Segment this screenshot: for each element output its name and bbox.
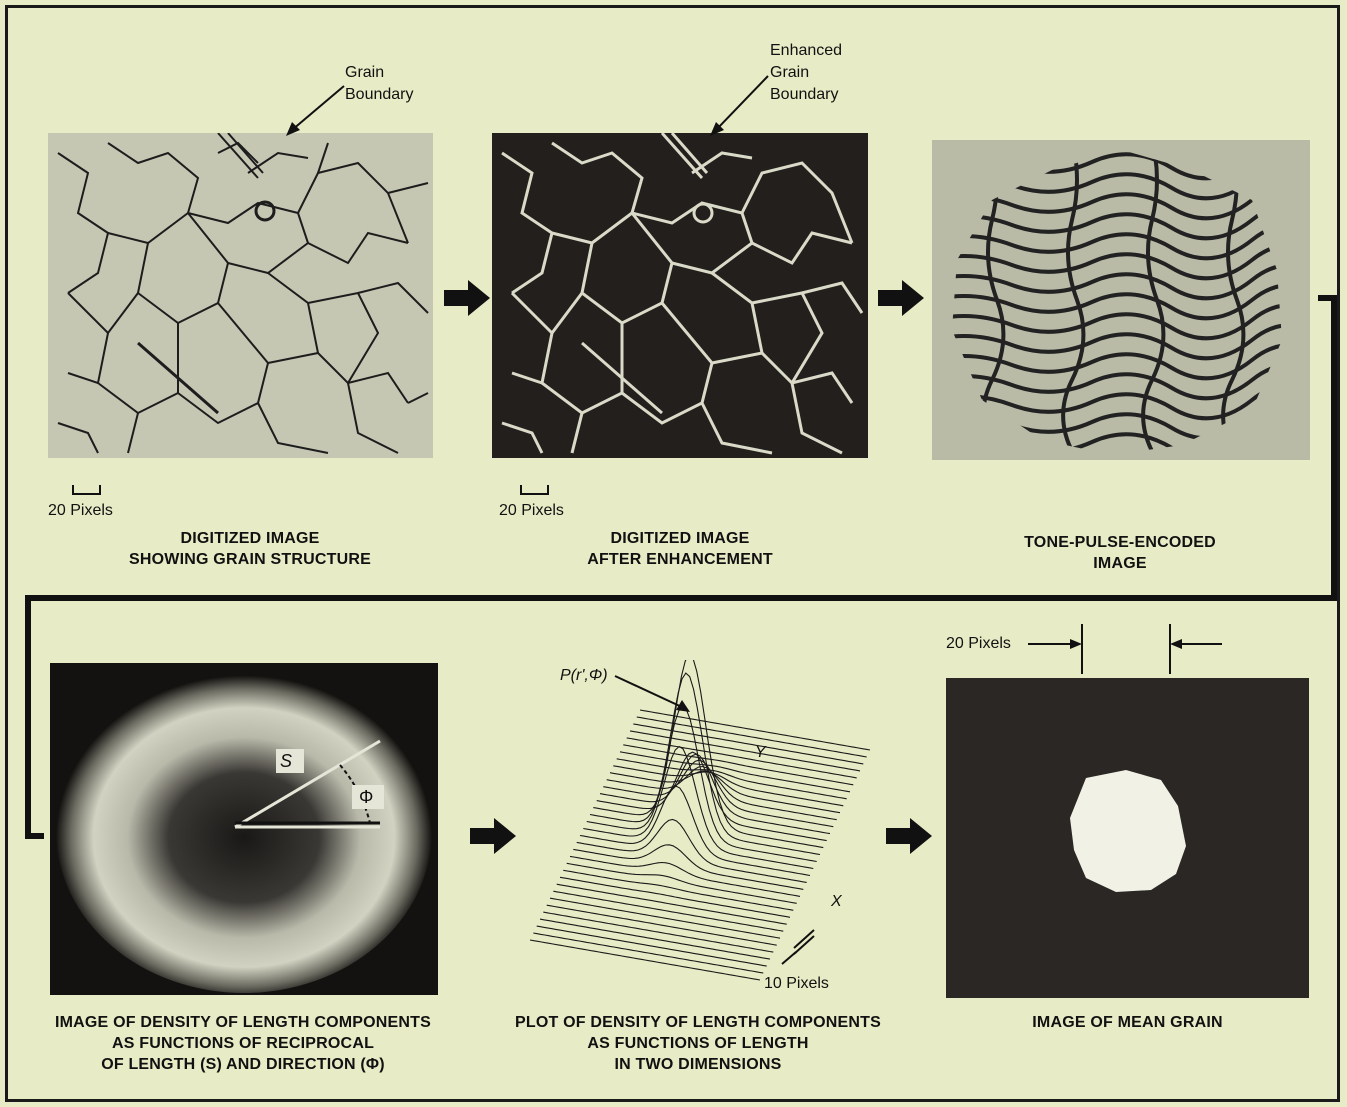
flow-arrow-4 [886, 818, 932, 854]
flow-arrow-2 [878, 280, 924, 316]
surface-line [533, 933, 763, 973]
surface-line [530, 940, 760, 980]
surface-line [563, 870, 793, 910]
enhanced-grain-boundary-label: Enhanced Grain Boundary [770, 40, 842, 106]
surface-line [550, 898, 780, 938]
surface-line [540, 919, 770, 959]
caption-mean-grain: IMAGE OF MEAN GRAIN [946, 1012, 1309, 1033]
caption-density-image: IMAGE OF DENSITY OF LENGTH COMPONENTS AS… [18, 1012, 468, 1075]
scale-bar-1 [72, 484, 102, 496]
surface-line [537, 926, 767, 966]
x-axis-label: X [831, 891, 842, 913]
surface-line [547, 905, 777, 945]
mean-grain-panel [946, 678, 1309, 998]
p-label: P(r',Φ) [560, 665, 608, 687]
digitized-image-panel [48, 133, 433, 458]
density-image-panel: S Φ [50, 663, 438, 995]
surface-line [553, 891, 783, 931]
mean-grain-scale-label: 20 Pixels [946, 633, 1011, 655]
mean-grain-shape [1070, 770, 1186, 892]
caption-density-plot: PLOT OF DENSITY OF LENGTH COMPONENTS AS … [478, 1012, 918, 1075]
surface-line [543, 912, 773, 952]
caption-tone-pulse: TONE-PULSE-ENCODED IMAGE [930, 532, 1310, 574]
grain-boundary-label: Grain Boundary [345, 62, 414, 106]
surface-line [617, 759, 847, 799]
tone-pulse-image-panel [932, 140, 1310, 460]
surface-line [560, 877, 790, 917]
y-axis-label: Y [755, 742, 766, 764]
surface-line [620, 752, 850, 792]
surface-line [630, 731, 860, 771]
caption-enhanced: DIGITIZED IMAGE AFTER ENHANCEMENT [490, 528, 870, 570]
phi-label: Φ [359, 786, 373, 808]
plot-scale-marker [780, 920, 830, 970]
enhanced-grain-boundary-arrow [704, 72, 774, 142]
plot-scale-label: 10 Pixels [764, 973, 829, 995]
flow-arrow-1 [444, 280, 490, 316]
s-label: S [280, 750, 292, 772]
enhanced-image-panel [492, 133, 868, 458]
caption-digitized: DIGITIZED IMAGE SHOWING GRAIN STRUCTURE [60, 528, 440, 570]
flow-arrow-3 [470, 818, 516, 854]
surface-line [577, 820, 807, 883]
surface-line [557, 884, 787, 924]
grain-boundary-arrow [280, 82, 350, 142]
p-label-arrow [610, 670, 710, 720]
scale-label-2: 20 Pixels [499, 500, 564, 522]
scale-label-1: 20 Pixels [48, 500, 113, 522]
mean-grain-scale-marker [1028, 622, 1228, 682]
scale-bar-2 [520, 484, 550, 496]
